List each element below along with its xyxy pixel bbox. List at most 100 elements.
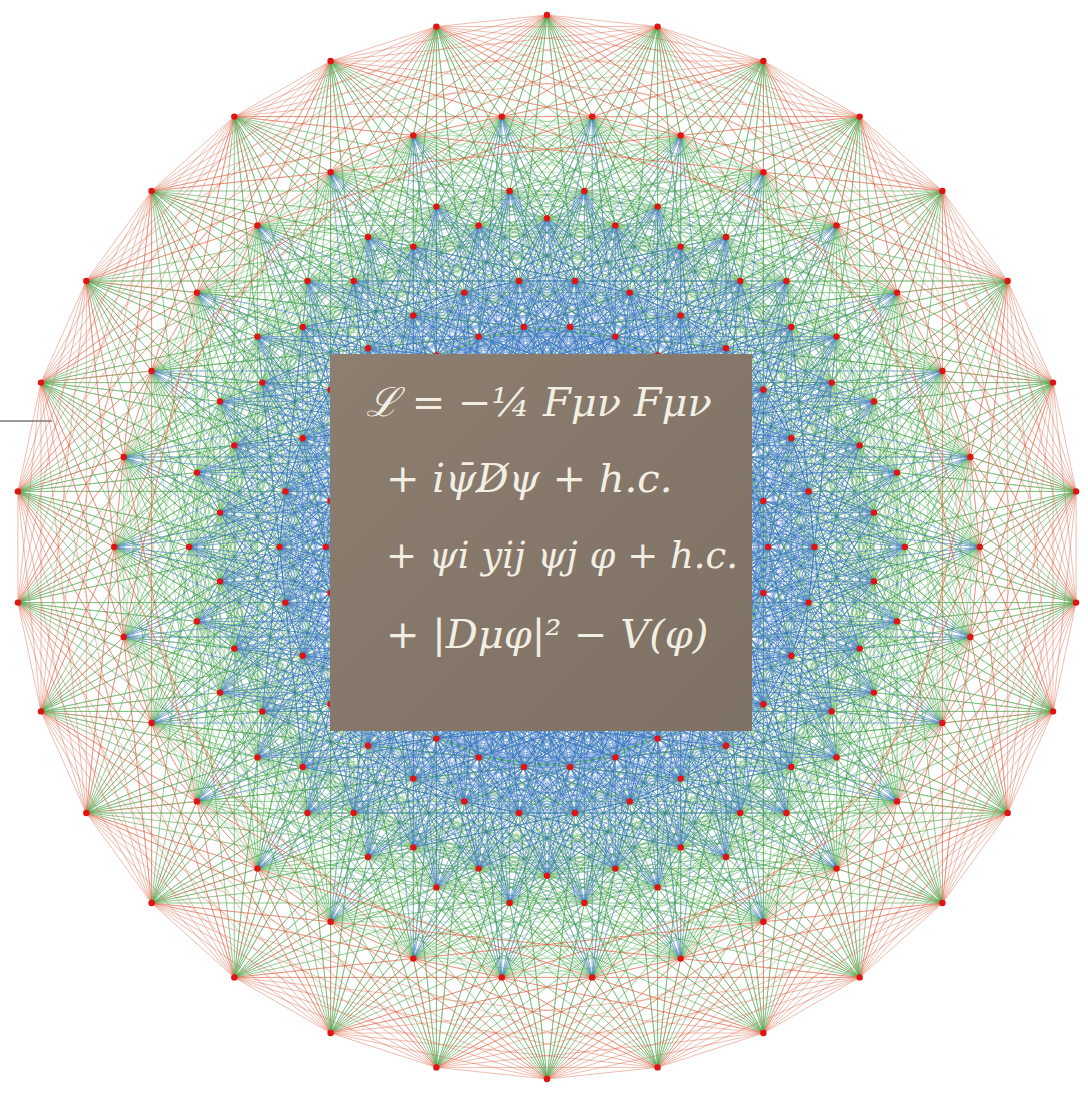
vertex-dot — [627, 798, 633, 804]
edge-bundle — [18, 15, 1076, 1079]
vertex-dot — [871, 509, 877, 515]
vertex-dot — [410, 132, 416, 138]
vertex-dot — [737, 278, 743, 284]
vertex-dot — [678, 844, 684, 850]
vertex-dot — [737, 810, 743, 816]
vertex-dot — [15, 599, 21, 605]
vertex-dot — [567, 764, 573, 770]
vertex-dot — [327, 58, 333, 64]
vertex-dot — [121, 634, 127, 640]
vertex-dot — [760, 1030, 766, 1036]
vertex-dot — [323, 544, 329, 550]
vertex-dot — [38, 708, 44, 714]
vertex-dot — [304, 810, 310, 816]
vertex-dot — [148, 368, 154, 374]
vertex-dot — [783, 810, 789, 816]
vertex-dot — [194, 618, 200, 624]
vertex-dot — [723, 345, 729, 351]
vertex-dot — [83, 278, 89, 284]
vertex-dot — [1073, 488, 1079, 494]
vertex-dot — [231, 442, 237, 448]
vertex-dot — [259, 379, 265, 385]
edge-bundle — [114, 117, 980, 978]
vertex-dot — [654, 203, 660, 209]
vertex-dot — [967, 454, 973, 460]
edge-bundle — [18, 15, 1076, 1079]
vertex-dot — [38, 379, 44, 385]
vertex-dot — [833, 865, 839, 871]
vertex-dot — [365, 743, 371, 749]
vertex-dot — [654, 884, 660, 890]
vertex-dot — [581, 900, 587, 906]
vertex-dot — [327, 919, 333, 925]
vertex-dot — [894, 798, 900, 804]
vertex-dot — [589, 113, 595, 119]
vertex-dot — [829, 379, 835, 385]
vertex-dot — [544, 12, 550, 18]
vertex-dot — [282, 488, 288, 494]
vertex-dot — [805, 488, 811, 494]
vertex-dot — [410, 775, 416, 781]
vertex-dot — [760, 387, 766, 393]
vertex-dot — [894, 289, 900, 295]
vertex-dot — [461, 798, 467, 804]
vertex-dot — [760, 919, 766, 925]
vertex-dot — [506, 900, 512, 906]
vertex-dot — [254, 754, 260, 760]
vertex-dot — [788, 435, 794, 441]
vertex-dot — [654, 735, 660, 741]
vertex-dot — [410, 243, 416, 249]
vertex-dot — [83, 810, 89, 816]
vertex-dot — [475, 865, 481, 871]
vertex-dot — [589, 974, 595, 980]
vertex-dot — [760, 58, 766, 64]
vertex-dot — [351, 810, 357, 816]
vertex-dot — [231, 113, 237, 119]
vertex-dot — [217, 689, 223, 695]
vertex-dot — [475, 754, 481, 760]
vertex-dot — [612, 333, 618, 339]
vertex-dot — [612, 865, 618, 871]
vertex-dot — [1005, 810, 1011, 816]
vertex-dot — [410, 955, 416, 961]
vertex-dot — [433, 203, 439, 209]
stray-line — [0, 420, 52, 422]
vertex-dot — [499, 113, 505, 119]
vertex-dot — [857, 974, 863, 980]
vertex-dot — [365, 854, 371, 860]
vertex-dot — [627, 289, 633, 295]
vertex-dot — [857, 113, 863, 119]
vertex-dot — [788, 764, 794, 770]
vertex-dot — [612, 754, 618, 760]
vertex-dot — [544, 215, 550, 221]
vertex-dot — [857, 442, 863, 448]
vertex-dot — [121, 454, 127, 460]
vertex-dot — [516, 810, 522, 816]
vertex-dot — [572, 810, 578, 816]
vertex-dot — [276, 544, 282, 550]
vertex-dot — [857, 645, 863, 651]
vertex-dot — [148, 720, 154, 726]
vertex-dot — [567, 324, 573, 330]
vertex-dot — [433, 884, 439, 890]
vertex-dot — [833, 333, 839, 339]
vertex-dot — [282, 599, 288, 605]
vertex-dot — [194, 798, 200, 804]
vertex-dot — [351, 278, 357, 284]
vertex-dot — [723, 234, 729, 240]
vertex-dot — [254, 222, 260, 228]
vertex-dot — [365, 234, 371, 240]
vertex-dot — [304, 278, 310, 284]
vertex-dot — [678, 132, 684, 138]
vertex-dot — [521, 324, 527, 330]
vertex-dot — [300, 764, 306, 770]
vertex-dot — [544, 1076, 550, 1082]
vertex-dot — [871, 689, 877, 695]
vertex-dot — [939, 900, 945, 906]
vertex-dot — [871, 578, 877, 584]
vertex-dot — [461, 289, 467, 295]
vertex-dot — [365, 345, 371, 351]
vertex-dot — [871, 398, 877, 404]
vertex-dot — [300, 324, 306, 330]
vertex-dot — [678, 243, 684, 249]
